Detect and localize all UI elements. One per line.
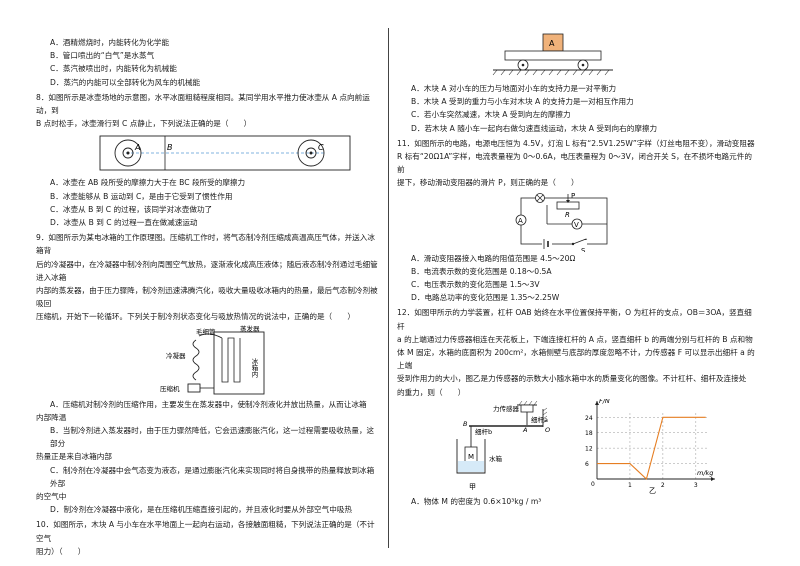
fridge-diagram: 蒸发器 毛细管 冷凝器 压缩机 冰箱内: [36, 324, 381, 398]
q9-option-b-line-1: B．当制冷剂进入蒸发器时，由于压力骤然降低，它会迅速膨胀汽化，这一过程需要吸收热…: [50, 426, 375, 449]
fridge-inside-label: 冰箱内: [250, 356, 258, 378]
figure-yi-label: 乙: [649, 487, 656, 495]
q12-stem-line-5: 的重力，则（ ）: [397, 387, 466, 397]
q11-stem-line-1: 11．如图所示的电路，电源电压恒为 4.5V，灯泡 L 标有“2.5V1.25W…: [397, 138, 755, 148]
q8-option-c: C．冰壶从 B 到 C 的过程，该同学对冰壶做功了: [50, 204, 213, 214]
ammeter-label: A: [518, 217, 523, 225]
q8-option-b: B．冰壶能够从 B 运动到 C，是由于它受到了惯性作用: [50, 191, 233, 201]
q11-option-c: C．电压表示数的变化范围是 1.5～3V: [411, 280, 540, 290]
block-a-label: A: [549, 39, 555, 48]
q7-option-b: B．管口喷出的“白气”是水蒸气: [50, 51, 155, 61]
y-tick-label: 24: [585, 415, 593, 422]
q8-option-d: D．冰壶从 B 到 C 的过程一直在做减速运动: [50, 218, 198, 228]
condenser-label: 冷凝器: [166, 351, 186, 360]
right-column: A A．木块 A 对小车的压力与地面对小车的支: [397, 28, 757, 508]
x-axis-label: m/kg: [697, 469, 713, 477]
q12-option-a: A．物体 M 的密度为 0.6×10³kg / m³: [411, 496, 542, 506]
q11-option-a: A．滑动变阻器接入电路的阻值范围是 4.5～20Ω: [411, 253, 576, 263]
mass-m-label: M: [468, 453, 474, 461]
q12-stem-line-4: 受到作用力的大小，图乙是力传感器的示数大小随水箱中水的质量变化的图像。不计杠杆、…: [397, 374, 747, 384]
q11-option-d: D．电路总功率的变化范围是 1.35～2.25W: [411, 293, 560, 303]
x-tick-label: 3: [694, 482, 698, 489]
rheostat-r-label: R: [565, 211, 570, 219]
q10-stem-line-2: 阻力）（ ）: [36, 546, 86, 556]
point-a-label: A: [522, 426, 527, 434]
q11-stem-line-2: R 标有“20Ω1A”字样，电流表量程为 0～0.6A，电压表量程为 0～3V，…: [397, 152, 752, 175]
q10-option-d: D．若木块 A 随小车一起向右做匀速直线运动，木块 A 受到向右的摩擦力: [411, 123, 658, 133]
q12-stem-line-1: 12．如图甲所示的力学装置，杠杆 OAB 始终在水平位置保持平衡，O 为杠杆的支…: [397, 308, 752, 331]
q12-figures: 力传感器 细杆a B A O 细杆b M 水箱 甲: [397, 397, 757, 495]
point-b-label: B: [463, 420, 468, 428]
q10-option-b: B．木块 A 受到的重力与小车对木块 A 的支持力是一对相互作用力: [411, 97, 634, 107]
q9-option-b-line-2: 热量正是来自冰箱内部: [36, 452, 112, 462]
y-axis-arrow: [595, 400, 599, 405]
voltmeter-label: V: [574, 221, 579, 229]
curling-figure: A B C: [36, 130, 381, 176]
figure-jia-label: 甲: [469, 483, 476, 491]
q11-stem-line-3: 提下，移动滑动变阻器的滑片 P，则正确的是（ ）: [397, 178, 579, 188]
force-sensor-label: 力传感器: [493, 404, 520, 413]
x-tick-label: 1: [628, 482, 632, 489]
cart-figure: A: [397, 28, 757, 82]
q12-stem-line-3: 体 M 固定，水箱的底面积为 200cm²，水箱侧壁与底部的厚度忽略不计，力传感…: [397, 348, 755, 371]
point-a-label: A: [134, 143, 140, 152]
rod-a-label: 细杆a: [531, 415, 548, 424]
x-axis-arrow: [711, 476, 715, 481]
q8-option-a: A．冰壶在 AB 段所受的摩擦力大于在 BC 段所受的摩擦力: [50, 178, 246, 188]
q8-stem-line-1: 8．如图所示是冰壶场地的示意图，水平冰面粗糙程度相同。某同学用水平推力使冰壶从 …: [36, 92, 370, 116]
q7-option-c: C．蒸汽被喷出时，内能转化为机械能: [50, 64, 177, 74]
q12-stem-line-2: a 的上端通过力传感器相连在天花板上，下端连接杠杆的 A 点，竖直细杆 b 的两…: [397, 334, 753, 344]
q11-option-b: B．电流表示数的变化范围是 0.18～0.5A: [411, 266, 552, 276]
origin-label: 0: [591, 481, 595, 488]
q9-option-c-line-1: C．制冷剂在冷凝器中会气态变为液态，是通过膨胀汽化来实现同时将自身携带的热量释放…: [50, 465, 375, 488]
rod-b-label: 细杆b: [475, 427, 492, 436]
q9-stem-line-1: 9．如图所示为某电冰箱的工作原理图。压缩机工作时，将气态制冷剂压缩成高温高压气体…: [36, 233, 375, 256]
y-tick-label: 12: [585, 446, 593, 453]
q9-stem-line-4: 压缩机，开始下一轮循环。下列关于制冷剂状态变化与吸放热情况的说法中，正确的是（ …: [36, 312, 355, 322]
y-axis-label: F/N: [599, 399, 610, 405]
q9-stem-line-2: 后的冷凝器中，在冷凝器中制冷剂向周围空气放热，逐渐液化成高压液体；随后液态制冷剂…: [36, 259, 378, 282]
compressor-label: 压缩机: [160, 384, 180, 393]
point-c-label: C: [318, 143, 324, 152]
y-tick-label: 6: [585, 461, 589, 468]
point-b-label: B: [167, 143, 173, 152]
force-line: [597, 416, 706, 480]
column-divider: [388, 28, 389, 548]
capillary-label: 毛细管: [196, 327, 216, 336]
q9-option-a-line-1: A．压缩机对制冷剂的压缩作用，主要发生在蒸发器中，使制冷剂液化并放出热量，从而让…: [50, 399, 367, 409]
q9-stem-line-3: 内部的蒸发器，由于压力骤降，制冷剂迅速沸腾汽化，吸收大量吸收冰箱内的热量，最后气…: [36, 286, 378, 309]
circuit-diagram: P R A V S: [397, 190, 757, 255]
q9-option-d: D．制冷剂在冷凝器中液化，是在压缩机压缩直接引起的，并且液化时要从外部空气中吸热: [50, 505, 352, 515]
q7-option-d: D．蒸汽的内能可以全部转化为风车的机械能: [50, 77, 201, 87]
q10-option-c: C．若小车突然减速，木块 A 受到向左的摩擦力: [411, 110, 571, 120]
q8-stem-line-2: B 点时松手，冰壶滑行到 C 点静止，下列说法正确的是（ ）: [36, 119, 252, 129]
q10-stem-line-1: 10．如图所示，木块 A 与小车在水平地面上一起向右运动，各接触面粗糙，下列说法…: [36, 520, 375, 543]
y-tick-label: 18: [585, 430, 593, 437]
q7-option-a: A．酒精燃烧时，内能转化为化学能: [50, 38, 170, 47]
tank-label: 水箱: [489, 454, 503, 463]
switch-s-label: S: [581, 247, 586, 252]
q9-option-a-line-2: 内部降温: [36, 412, 67, 422]
left-column: A．酒精燃烧时，内能转化为化学能 B．管口喷出的“白气”是水蒸气 C．蒸汽被喷出…: [36, 36, 381, 558]
q10-option-a: A．木块 A 对小车的压力与地面对小车的支持力是一对平衡力: [411, 84, 617, 93]
q9-option-c-line-2: 的空气中: [36, 492, 67, 502]
point-o-label: O: [545, 426, 550, 434]
evaporator-label: 蒸发器: [240, 324, 260, 333]
x-tick-label: 2: [661, 482, 665, 489]
slider-p-label: P: [571, 192, 575, 200]
